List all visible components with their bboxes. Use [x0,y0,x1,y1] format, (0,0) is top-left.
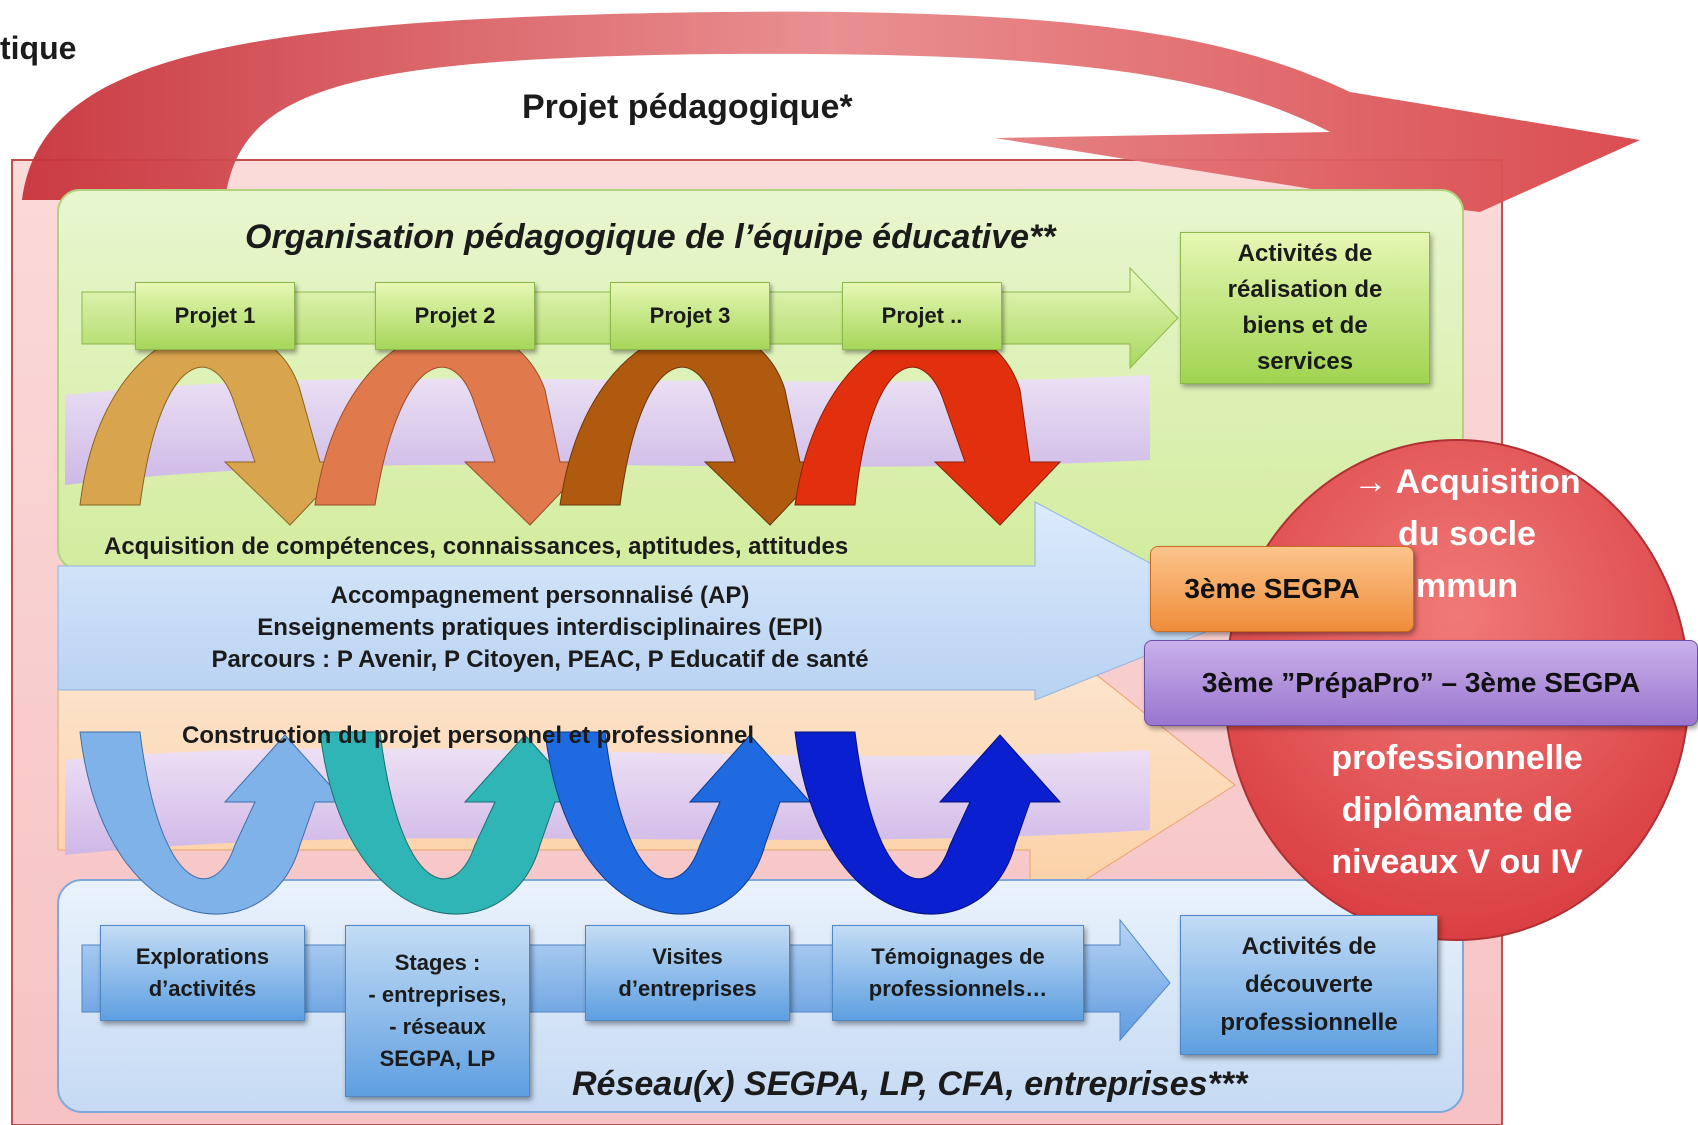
circle-bottom-line-2: diplômante de [1341,791,1573,829]
circle-text-top: → Acquisition du socle mmun [1322,456,1612,612]
activities-decouverte-box: Activités de découverte professionnelle [1180,915,1438,1055]
top-curl-arrow-2 [314,327,592,526]
discovery-step-1-line-1: Explorations [135,944,270,969]
discovery-step-4-line-2: professionnels… [868,976,1048,1001]
top-curl-arrow-1 [79,327,352,526]
bottom-curl-arrow-4 [794,731,1062,915]
network-label: Réseau(x) SEGPA, LP, CFA, entreprises*** [572,1065,1248,1103]
circle-bottom-line-3: niveaux V ou IV [1331,843,1583,881]
circle-bottom-line-1: professionnelle [1331,739,1583,777]
activities-realisation-line-1: Activités de [1237,240,1373,267]
discovery-step-2: Stages : - entreprises, - réseaux SEGPA,… [345,925,530,1097]
activities-realisation-box: Activités de réalisation de biens et de … [1180,232,1430,384]
discovery-step-3-line-2: d’entreprises [618,976,757,1001]
discovery-step-3-line-1: Visites [652,944,723,969]
discovery-step-4: Témoignages de professionnels… [832,925,1084,1021]
project-box-2: Projet 2 [375,282,535,350]
discovery-step-3: Visites d’entreprises [585,925,790,1021]
project-box-4: Projet .. [842,282,1002,350]
project-box-3: Projet 3 [610,282,770,350]
circle-top-line-2: du socle [1398,515,1536,553]
activities-decouverte-line-3: professionnelle [1220,1009,1398,1036]
bottom-curl-arrow-2 [319,731,587,915]
top-curl-arrows [79,327,1062,526]
activities-decouverte-line-1: Activités de [1241,933,1377,960]
discovery-step-2-line-4: SEGPA, LP [379,1046,496,1071]
discovery-step-4-line-1: Témoignages de [871,944,1045,969]
circle-text-bottom: professionnelle diplômante de niveaux V … [1312,732,1602,888]
accompaniment-line-2: Enseignements pratiques interdisciplinai… [257,614,823,641]
discovery-step-1-line-2: d’activités [148,976,257,1001]
construction-label: Construction du projet personnel et prof… [182,722,755,749]
discovery-step-2-line-2: - entreprises, [368,982,507,1007]
accompaniment-line-1: Accompagnement personnalisé (AP) [330,582,750,609]
bottom-curl-arrows [79,731,1062,915]
blue-band-arrow [57,501,1250,701]
bottom-curl-arrow-1 [79,731,347,915]
circle-top-line-1: → Acquisition [1353,463,1581,501]
acquisition-competences-label: Acquisition de compétences, connaissance… [104,533,849,560]
top-curl-arrow-4 [794,327,1062,526]
accompaniment-text: Accompagnement personnalisé (AP) Enseign… [100,580,980,676]
activities-decouverte-line-2: découverte [1244,971,1374,998]
project-box-1: Projet 1 [135,282,295,350]
org-title: Organisation pédagogique de l’équipe édu… [245,218,1056,256]
activities-realisation-line-3: biens et de [1242,312,1368,339]
badge-3eme-prepapro: 3ème ”PrépaPro” – 3ème SEGPA [1144,640,1698,726]
discovery-step-2-line-1: Stages : [394,950,481,975]
big-curved-arrow [22,11,1640,213]
badge-3eme-segpa: 3ème SEGPA [1150,546,1414,632]
discovery-step-2-line-3: - réseaux [389,1014,486,1039]
top-title: Projet pédagogique* [522,88,853,126]
circle-top-line-3: mmun [1416,567,1518,605]
activities-realisation-line-2: réalisation de [1227,276,1383,303]
activities-realisation-line-4: services [1256,348,1354,375]
accompaniment-line-3: Parcours : P Avenir, P Citoyen, PEAC, P … [211,646,869,673]
bottom-curl-arrow-3 [544,731,812,915]
discovery-step-1: Explorations d’activités [100,925,305,1021]
top-curl-arrow-3 [559,327,832,526]
partial-title: tique [0,30,77,66]
